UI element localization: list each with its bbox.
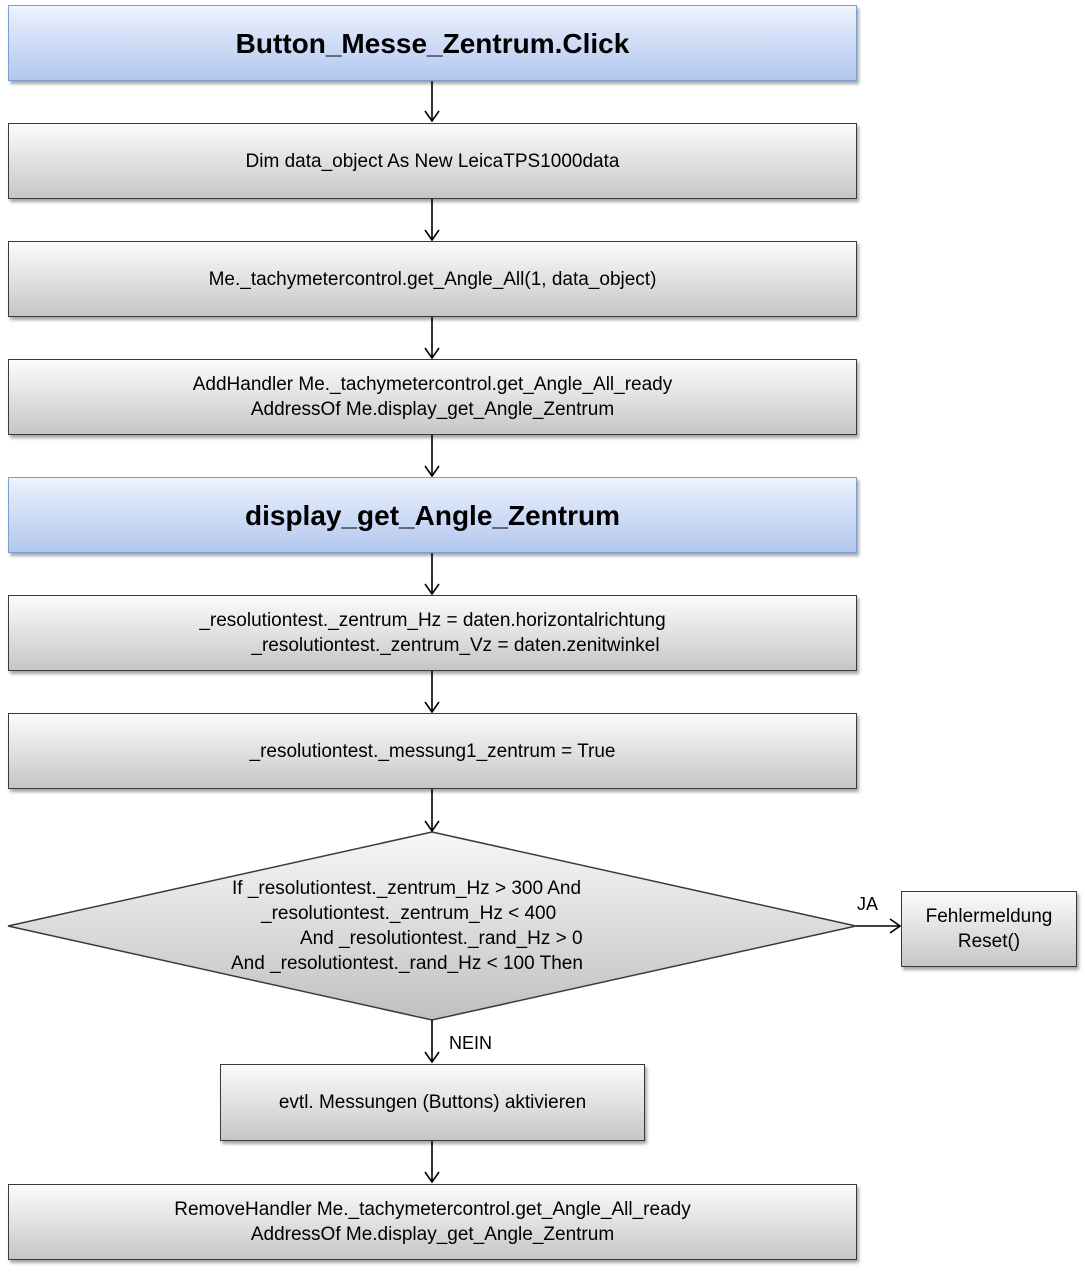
assign-zentrum-line2: _resolutiontest._zentrum_Vz = daten.zeni… [251,635,660,656]
event-display-label: display_get_Angle_Zentrum [245,499,620,531]
remove-handler-line2: AddressOf Me.display_get_Angle_Zentrum [250,1224,615,1245]
step-remove-handler: RemoveHandler Me._tachymetercontrol.get_… [8,1184,857,1260]
error-line1: Fehlermeldung [925,906,1053,927]
step-assign-zentrum: _resolutiontest._zentrum_Hz = daten.hori… [8,595,857,671]
event-button-click: Button_Messe_Zentrum.Click [8,5,857,81]
decision-line3: And _resolutiontest._rand_Hz > 0 [300,928,583,949]
step-add-handler: AddHandler Me._tachymetercontrol.get_Ang… [8,359,857,435]
add-handler-line2: AddressOf Me.display_get_Angle_Zentrum [250,399,615,420]
messung1-label: _resolutiontest._messung1_zentrum = True [249,740,616,762]
event-button-click-label: Button_Messe_Zentrum.Click [235,27,630,59]
remove-handler-line1: RemoveHandler Me._tachymetercontrol.get_… [174,1199,691,1220]
step-dim-label: Dim data_object As New LeicaTPS1000data [245,150,620,172]
event-display-get-angle: display_get_Angle_Zentrum [8,477,857,553]
step-messung1-true: _resolutiontest._messung1_zentrum = True [8,713,857,789]
step-dim-data-object: Dim data_object As New LeicaTPS1000data [8,123,857,199]
decision-line2: _resolutiontest._zentrum_Hz < 400 [261,903,557,924]
assign-zentrum-line1: _resolutiontest._zentrum_Hz = daten.hori… [199,610,666,631]
error-line2: Reset() [957,931,1021,952]
decision-text: If _resolutiontest._zentrum_Hz > 300 And… [150,876,714,980]
step-activate-buttons: evtl. Messungen (Buttons) aktivieren [220,1064,645,1141]
no-label: NEIN [449,1033,493,1053]
decision-line1: If _resolutiontest._zentrum_Hz > 300 And [232,878,582,899]
add-handler-line1: AddHandler Me._tachymetercontrol.get_Ang… [192,374,673,395]
decision-line4: And _resolutiontest._rand_Hz < 100 Then [231,953,583,974]
step-get-angle-label: Me._tachymetercontrol.get_Angle_All(1, d… [208,268,657,290]
activate-buttons-label: evtl. Messungen (Buttons) aktivieren [278,1092,587,1113]
step-get-angle-all: Me._tachymetercontrol.get_Angle_All(1, d… [8,241,857,317]
yes-label: JA [857,894,879,914]
error-reset-box: Fehlermeldung Reset() [901,891,1077,967]
